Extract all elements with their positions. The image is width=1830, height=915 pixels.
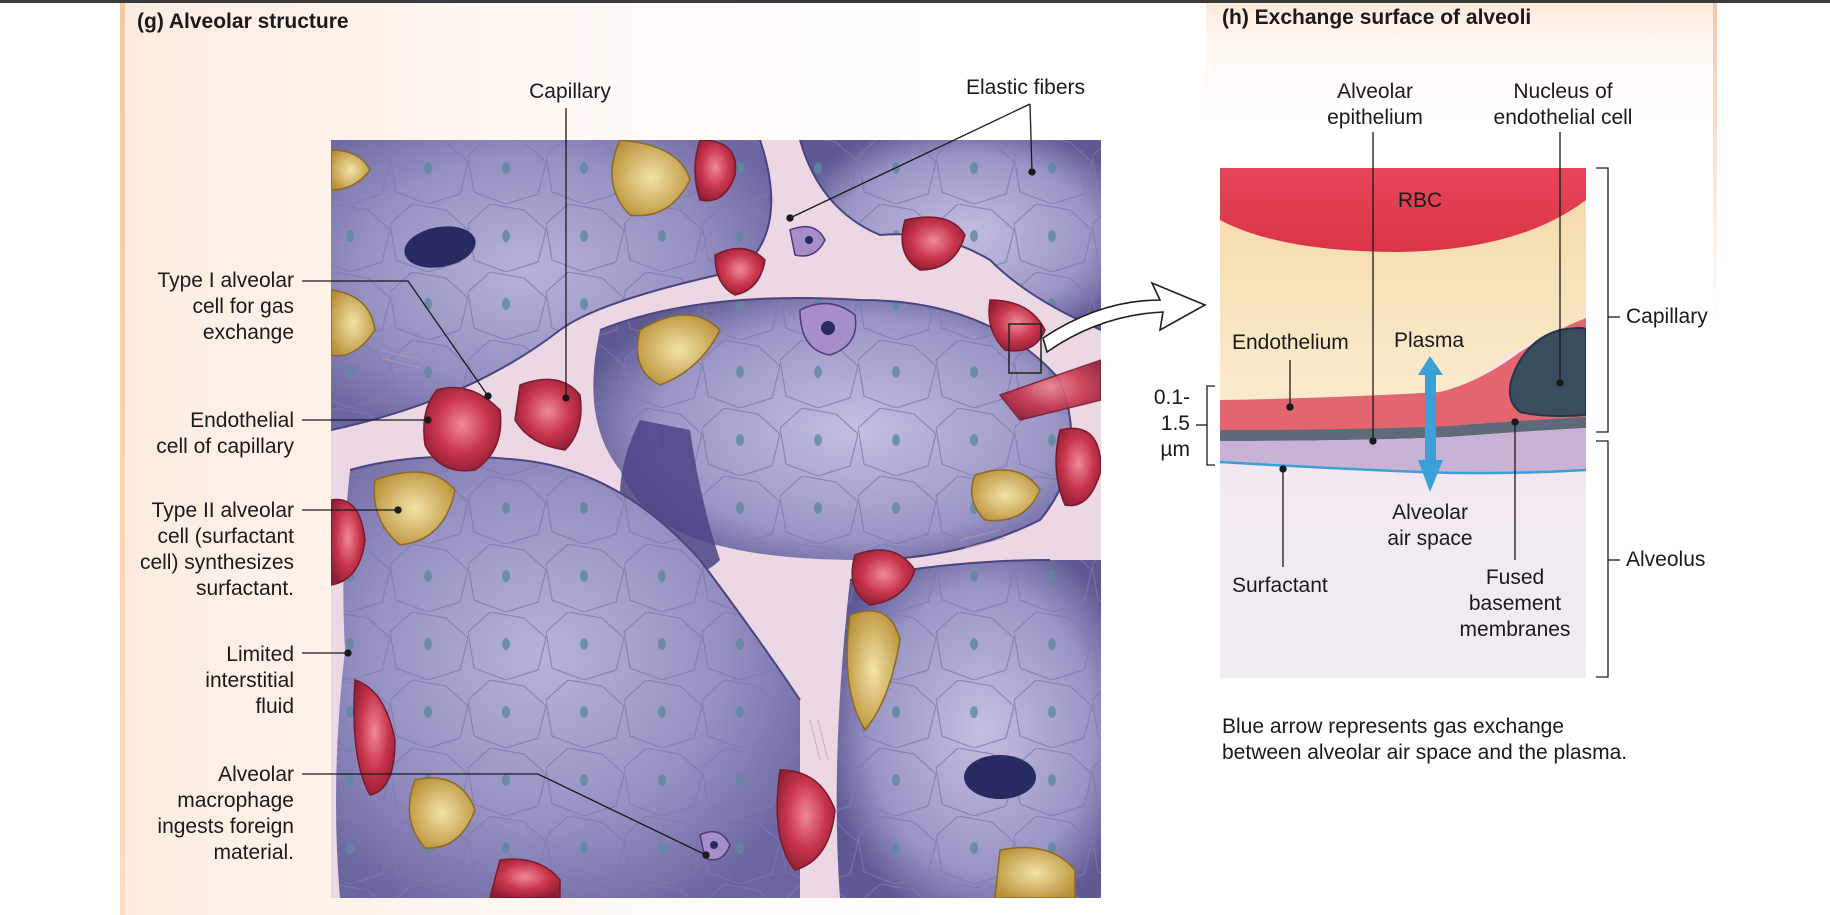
label-alveolar-epithelium: Alveolar epithelium [1327, 80, 1423, 129]
label-rbc: RBC [1397, 189, 1443, 212]
label-nucleus-endothelial-cell: Nucleus of endothelial cell [1493, 80, 1633, 129]
label-type-i-alveolar-cell: Type I alveolar cell for gas exchange [157, 269, 294, 344]
label-capillary: Capillary [529, 80, 611, 103]
top-border [0, 0, 1830, 3]
panel-h-title: (h) Exchange surface of alveoli [1222, 6, 1532, 29]
panel-h-leader-lines [1196, 132, 1620, 678]
label-fused-basement-membranes: Fused basement membranes [1459, 566, 1571, 641]
label-type-ii-alveolar-cell: Type II alveolar cell (surfactant cell) … [139, 499, 294, 600]
label-plasma: Plasma [1394, 329, 1465, 352]
label-alveolar-macrophage: Alveolar macrophage ingests foreign mate… [157, 763, 294, 864]
label-surfactant: Surfactant [1232, 574, 1328, 597]
label-limited-interstitial-fluid: Limited interstitial fluid [205, 643, 294, 718]
label-endothelium: Endothelium [1232, 331, 1349, 354]
label-capillary-bracket: Capillary [1626, 305, 1708, 328]
label-elastic-fibers: Elastic fibers [966, 76, 1086, 99]
gas-exchange-arrow [1418, 356, 1443, 492]
panel-g-leader-lines [302, 103, 1036, 859]
zoom-arrow [1042, 281, 1207, 354]
label-membrane-thickness: 0.1- 1.5 µm [1153, 386, 1190, 461]
label-alveolar-air-space: Alveolar air space [1387, 501, 1473, 550]
figure-caption: Blue arrow represents gas exchange betwe… [1222, 715, 1628, 764]
label-alveolus-bracket: Alveolus [1626, 548, 1706, 571]
panel-g-title: (g) Alveolar structure [137, 10, 349, 33]
label-endothelial-cell: Endothelial cell of capillary [156, 409, 294, 458]
inset-box [1008, 323, 1042, 374]
